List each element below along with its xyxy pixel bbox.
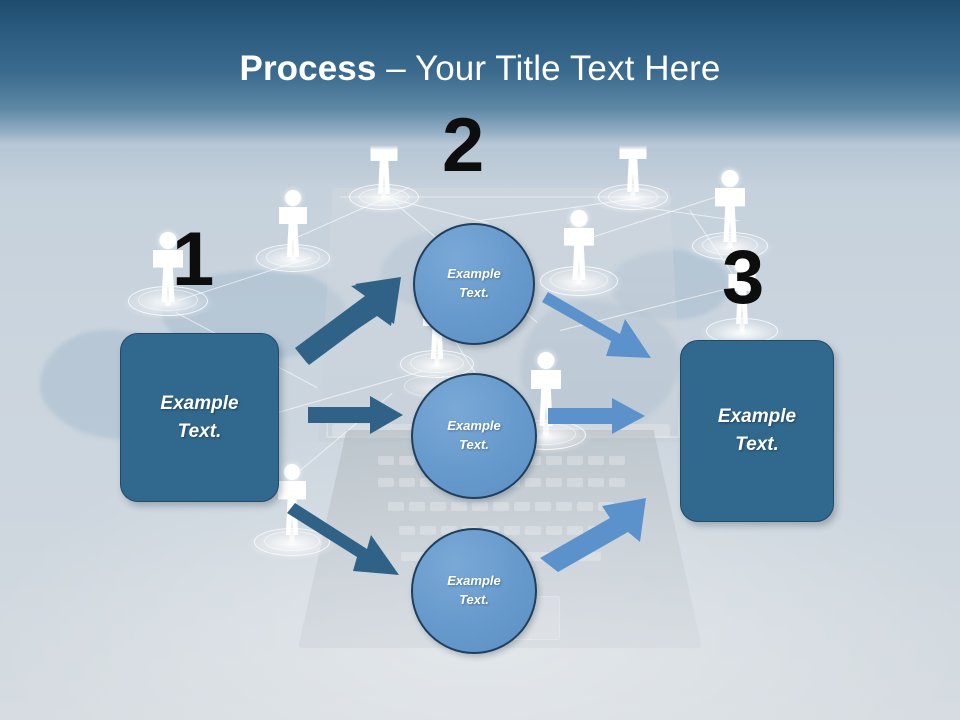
step-2-circle-top[interactable]: Example Text. <box>413 223 535 345</box>
arrow-left-to-bottom-circle <box>287 497 403 577</box>
step-1-box-label: Example Text. <box>160 390 238 445</box>
step-number-3: 3 <box>722 235 765 320</box>
step-number-2: 2 <box>442 103 485 188</box>
header-gradient-band <box>0 0 960 150</box>
person-node <box>344 128 424 214</box>
page-title: Process – Your Title Text Here <box>0 49 960 89</box>
page-title-dash: – <box>376 49 415 88</box>
step-3-box-label: Example Text. <box>718 403 796 458</box>
step-3-box-line2: Text. <box>735 434 779 455</box>
step-2-circle-top-label: Example Text. <box>447 265 500 303</box>
step-2-circle-middle-line2: Text. <box>459 437 489 452</box>
step-1-box[interactable]: Example Text. <box>120 333 279 502</box>
step-2-circle-top-line1: Example <box>447 266 501 282</box>
step-3-box[interactable]: Example Text. <box>680 340 834 522</box>
arrow-top-circle-to-right-box <box>542 288 654 360</box>
step-2-circle-bottom-line2: Text. <box>459 592 489 607</box>
person-node <box>592 126 674 214</box>
step-1-box-line2: Text. <box>177 420 222 442</box>
arrow-left-to-top-circle <box>295 277 405 365</box>
step-2-circle-middle-label: Example Text. <box>447 417 500 455</box>
page-title-rest: Your Title Text Here <box>415 49 721 88</box>
step-3-box-line1: Example <box>717 406 797 428</box>
person-node <box>686 168 774 264</box>
person-node <box>250 188 336 276</box>
step-2-circle-middle-line1: Example <box>447 418 501 434</box>
arrow-left-to-middle-circle <box>308 396 404 436</box>
step-number-1: 1 <box>172 217 215 302</box>
step-2-circle-middle[interactable]: Example Text. <box>411 373 537 499</box>
step-2-circle-bottom-label: Example Text. <box>447 572 500 610</box>
step-2-circle-bottom-line1: Example <box>447 573 501 589</box>
step-2-circle-top-line2: Text. <box>459 285 489 300</box>
person-node <box>534 208 624 300</box>
person-node <box>122 230 214 320</box>
arrow-middle-circle-to-right-box <box>548 398 646 436</box>
page-title-bold: Process <box>239 49 377 88</box>
step-1-box-line1: Example <box>160 392 239 414</box>
step-2-circle-bottom[interactable]: Example Text. <box>411 528 537 654</box>
arrow-bottom-circle-to-right-box <box>540 496 648 572</box>
